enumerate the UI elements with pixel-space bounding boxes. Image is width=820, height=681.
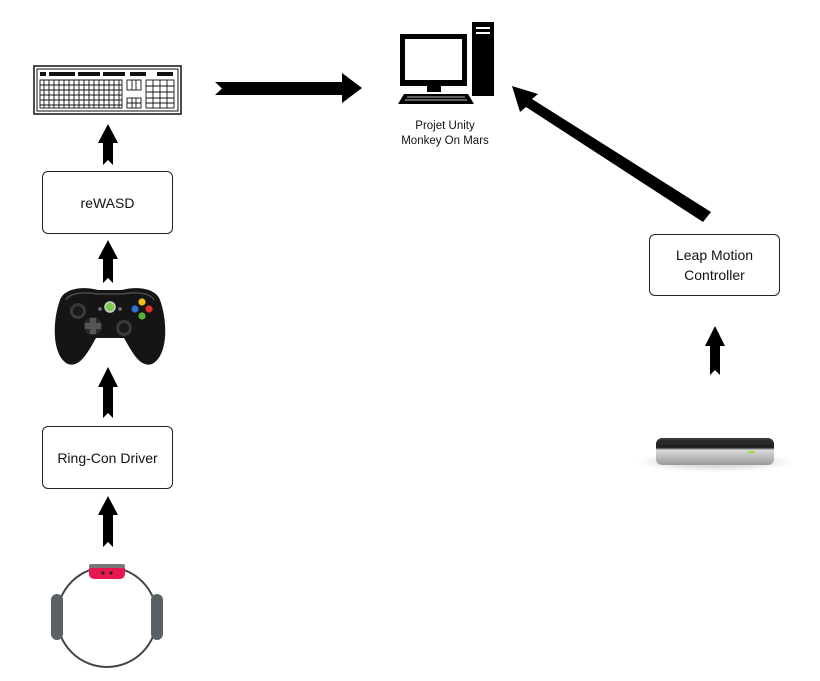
arrow-gamepad-to-rewasd	[98, 240, 118, 283]
gamepad-icon	[54, 288, 166, 365]
arrows	[98, 73, 725, 547]
arrow-driver-to-gamepad	[98, 367, 118, 418]
arrow-leap-to-unity	[512, 86, 711, 222]
leap-motion-controller-box: Leap Motion Controller	[649, 234, 780, 296]
leap-controller-label-line2: Controller	[684, 267, 745, 283]
arrow-ringcon-to-driver	[98, 496, 118, 547]
arrow-leapdevice-to-controller	[705, 326, 725, 375]
unity-project-label: Projet Unity Monkey On Mars	[380, 119, 510, 149]
unity-label-line2: Monkey On Mars	[401, 135, 489, 147]
ringcon-driver-box: Ring-Con Driver	[42, 426, 173, 489]
ringcon-driver-label: Ring-Con Driver	[57, 449, 158, 466]
leap-motion-device-icon	[635, 438, 795, 472]
rewasd-label: reWASD	[80, 194, 135, 211]
arrow-rewasd-to-keyboard	[98, 124, 118, 165]
computer-icon	[398, 22, 494, 104]
ring-con-grip-left	[51, 594, 63, 640]
ring-con-icon	[51, 564, 163, 668]
rewasd-box: reWASD	[42, 171, 173, 234]
arrow-keyboard-to-unity	[215, 73, 362, 103]
unity-label-line1: Projet Unity	[415, 120, 475, 132]
keyboard-icon	[33, 65, 182, 115]
leap-controller-label-line1: Leap Motion	[675, 247, 754, 263]
ring-con-grip-right	[151, 594, 163, 640]
